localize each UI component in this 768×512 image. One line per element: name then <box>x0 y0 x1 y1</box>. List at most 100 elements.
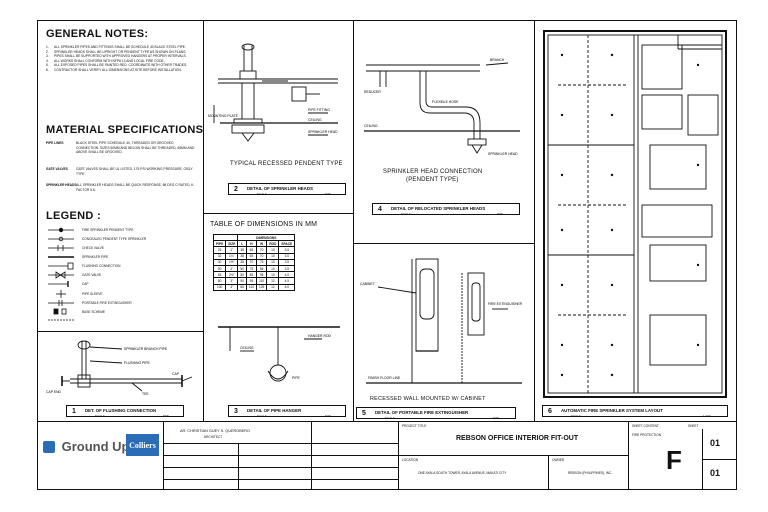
svg-text:MOUNTING PLATE: MOUNTING PLATE <box>208 114 239 118</box>
svg-text:HANGER ROD: HANGER ROD <box>308 334 332 338</box>
dimension-table-title: TABLE OF DIMENSIONS IN MM <box>210 221 318 228</box>
spec-row: PIPE LINES BLACK STEEL PIPE SCHEDULE 40,… <box>46 141 195 155</box>
svg-text:CABINET: CABINET <box>360 282 375 286</box>
divider <box>38 331 203 332</box>
project-title: REBSON OFFICE INTERIOR FIT-OUT <box>456 435 579 442</box>
detail-title: DETAIL OF RELOCATED SPRINKLER HEADS <box>391 206 486 211</box>
flushing-label: TEE <box>142 392 149 396</box>
legend-item: PIPE SLEEVE <box>82 292 103 296</box>
company-logo: Ground Up <box>43 438 130 454</box>
recessed-pendent-drawing: MOUNTING PLATE PIPE FITTING CEILING SPRI… <box>208 43 338 142</box>
detail-title-box: 3 DETAIL OF PIPE HANGER SCALE NTS <box>228 405 346 418</box>
divider <box>353 243 534 244</box>
detail-title-box: 1 DET. OF FLUSHING CONNECTION SCALE NTS <box>66 405 184 418</box>
total-sheets: 01 <box>710 468 721 478</box>
owner-value: REBSON (PHILIPPINES), INC. <box>568 471 613 475</box>
detail-title: DETAIL OF SPRINKLER HEADS <box>247 186 313 191</box>
svg-text:PIPE: PIPE <box>292 376 300 380</box>
recessed-caption: TYPICAL RECESSED PENDENT TYPE <box>230 161 343 167</box>
scale-value: NTS <box>497 212 503 216</box>
spec-row: SPRINKLER HEADS ALL SPRINKLER HEADS SHAL… <box>46 183 195 192</box>
legend-symbols <box>48 227 74 321</box>
scale-label: SCALE <box>385 416 395 420</box>
engineer-name: AR. CHRISTIAN GUEY S. QUEROBERO <box>180 429 250 433</box>
detail-number: 2 <box>234 186 238 193</box>
detail-title-box: 2 DETAIL OF SPRINKLER HEADS SCALE NTS <box>228 183 346 196</box>
spec-row: GATE VALVES GATE VALVES SHALL BE UL LIST… <box>46 167 193 176</box>
project-label: PROJECT TITLE <box>402 424 427 428</box>
detail-title: DETAIL OF PORTABLE FIRE EXTINGUISHER <box>375 410 469 415</box>
general-notes-list: 1.ALL SPRINKLER PIPES AND FITTINGS SHALL… <box>46 45 196 73</box>
legend-item: CHECK VALVE <box>82 246 104 250</box>
extinguisher-drawing: CABINET FIRE EXTINGUISHER FINISH FLOOR L… <box>360 258 523 384</box>
partner-logo: Colliers <box>126 434 159 456</box>
scale-label: SCALE <box>95 414 105 418</box>
legend-item: FLUSHING CONNECTION <box>82 264 121 268</box>
scale-value: NTS <box>493 416 499 420</box>
divider <box>203 21 204 421</box>
note-item: 2.SPRINKLER HEADS SHALL BE UPRIGHT OR PE… <box>46 49 187 54</box>
detail-number: 3 <box>234 408 238 415</box>
svg-text:PIPE FITTING: PIPE FITTING <box>308 108 330 112</box>
flushing-label: CAP END <box>46 390 62 394</box>
legend-item: PORTABLE FIRE EXTINGUISHER <box>82 301 132 305</box>
legend-item: BASE SCHEME <box>82 310 106 314</box>
sprinkler-layout-plan <box>543 30 727 398</box>
detail-title: DETAIL OF PIPE HANGER <box>247 408 302 413</box>
material-specs-list: PIPE LINES BLACK STEEL PIPE SCHEDULE 40,… <box>46 141 198 203</box>
divider <box>534 21 535 421</box>
svg-text:FINISH FLOOR LINE: FINISH FLOOR LINE <box>368 376 401 380</box>
svg-text:CEILING: CEILING <box>308 118 322 122</box>
note-item: 3.PIPES SHALL BE SUPPORTED WITH APPROVED… <box>46 54 187 59</box>
divider <box>203 213 353 214</box>
general-notes-title: GENERAL NOTES: <box>46 28 149 40</box>
note-item: 5.ALL EXPOSED PIPES SHALL BE PAINTED RED… <box>46 63 188 68</box>
svg-text:FIRE EXTINGUISHER: FIRE EXTINGUISHER <box>488 302 523 306</box>
divider <box>38 421 736 422</box>
legend-item: SPRINKLER PIPE <box>82 255 109 259</box>
note-item: 1.ALL SPRINKLER PIPES AND FITTINGS SHALL… <box>46 45 186 49</box>
sheet-number: 01 <box>710 438 721 448</box>
scale-label: SCALE <box>257 414 267 418</box>
divider <box>353 21 354 421</box>
detail-title-box: 5 DETAIL OF PORTABLE FIRE EXTINGUISHER S… <box>356 407 516 420</box>
sheet-content-label: SHEET CONTENT <box>632 424 659 428</box>
detail-title-box: 4 DETAIL OF RELOCATED SPRINKLER HEADS SC… <box>372 203 520 216</box>
location-label: LOCATION <box>402 458 419 462</box>
material-specs-title: MATERIAL SPECIFICATIONS <box>46 124 204 136</box>
svg-text:REDUCER: REDUCER <box>364 90 381 94</box>
detail-title-box: 6 AUTOMATIC FIRE SPRINKLER SYSTEM LAYOUT… <box>542 405 728 418</box>
scale-value: NTS <box>163 414 169 418</box>
sheet-content: FIRE PROTECTION <box>632 433 662 437</box>
location-value: ONE AYALA SOUTH TOWER, AYALA AVENUE, MAK… <box>418 471 507 475</box>
pipe-hanger-drawing: HANGER ROD CEILING PIPE <box>218 326 340 382</box>
svg-text:FLEXIBLE HOSE: FLEXIBLE HOSE <box>432 100 459 104</box>
scale-label: SCALE <box>401 212 411 216</box>
detail-title: DET. OF FLUSHING CONNECTION <box>85 408 157 413</box>
drawing-sheet: GENERAL NOTES: 1.ALL SPRINKLER PIPES AND… <box>37 20 737 490</box>
extinguisher-caption: RECESSED WALL MOUNTED W/ CABINET <box>370 396 486 402</box>
legend-item: CAP <box>82 282 89 286</box>
sheet-letter: F <box>666 445 682 475</box>
note-item: 4.ALL WORKS SHALL CONFORM WITH NFPA 13 A… <box>46 58 165 63</box>
svg-text:CEILING: CEILING <box>240 346 254 350</box>
svg-text:BRANCH: BRANCH <box>490 58 505 62</box>
legend-title: LEGEND : <box>46 210 101 222</box>
scale-label: SCALE <box>257 192 267 196</box>
legend-item: GATE VALVE <box>82 273 102 277</box>
scale-value: 1:100 <box>703 414 711 418</box>
sheet-label: SHEET <box>688 424 699 428</box>
scale-value: NTS <box>325 414 331 418</box>
detail-title: AUTOMATIC FIRE SPRINKLER SYSTEM LAYOUT <box>561 408 663 413</box>
head-connection-drawing: BRANCH SPRINKLER HEAD CEILING REDUCER FL… <box>364 58 520 156</box>
flushing-connection-drawing: SPRINKLER BRANCH PIPE FLUSHING PIPE CAP … <box>46 340 193 396</box>
scale-value: NTS <box>325 192 331 196</box>
svg-text:CEILING: CEILING <box>364 124 378 128</box>
detail-number: 6 <box>548 408 552 415</box>
detail-number: 5 <box>362 410 366 417</box>
